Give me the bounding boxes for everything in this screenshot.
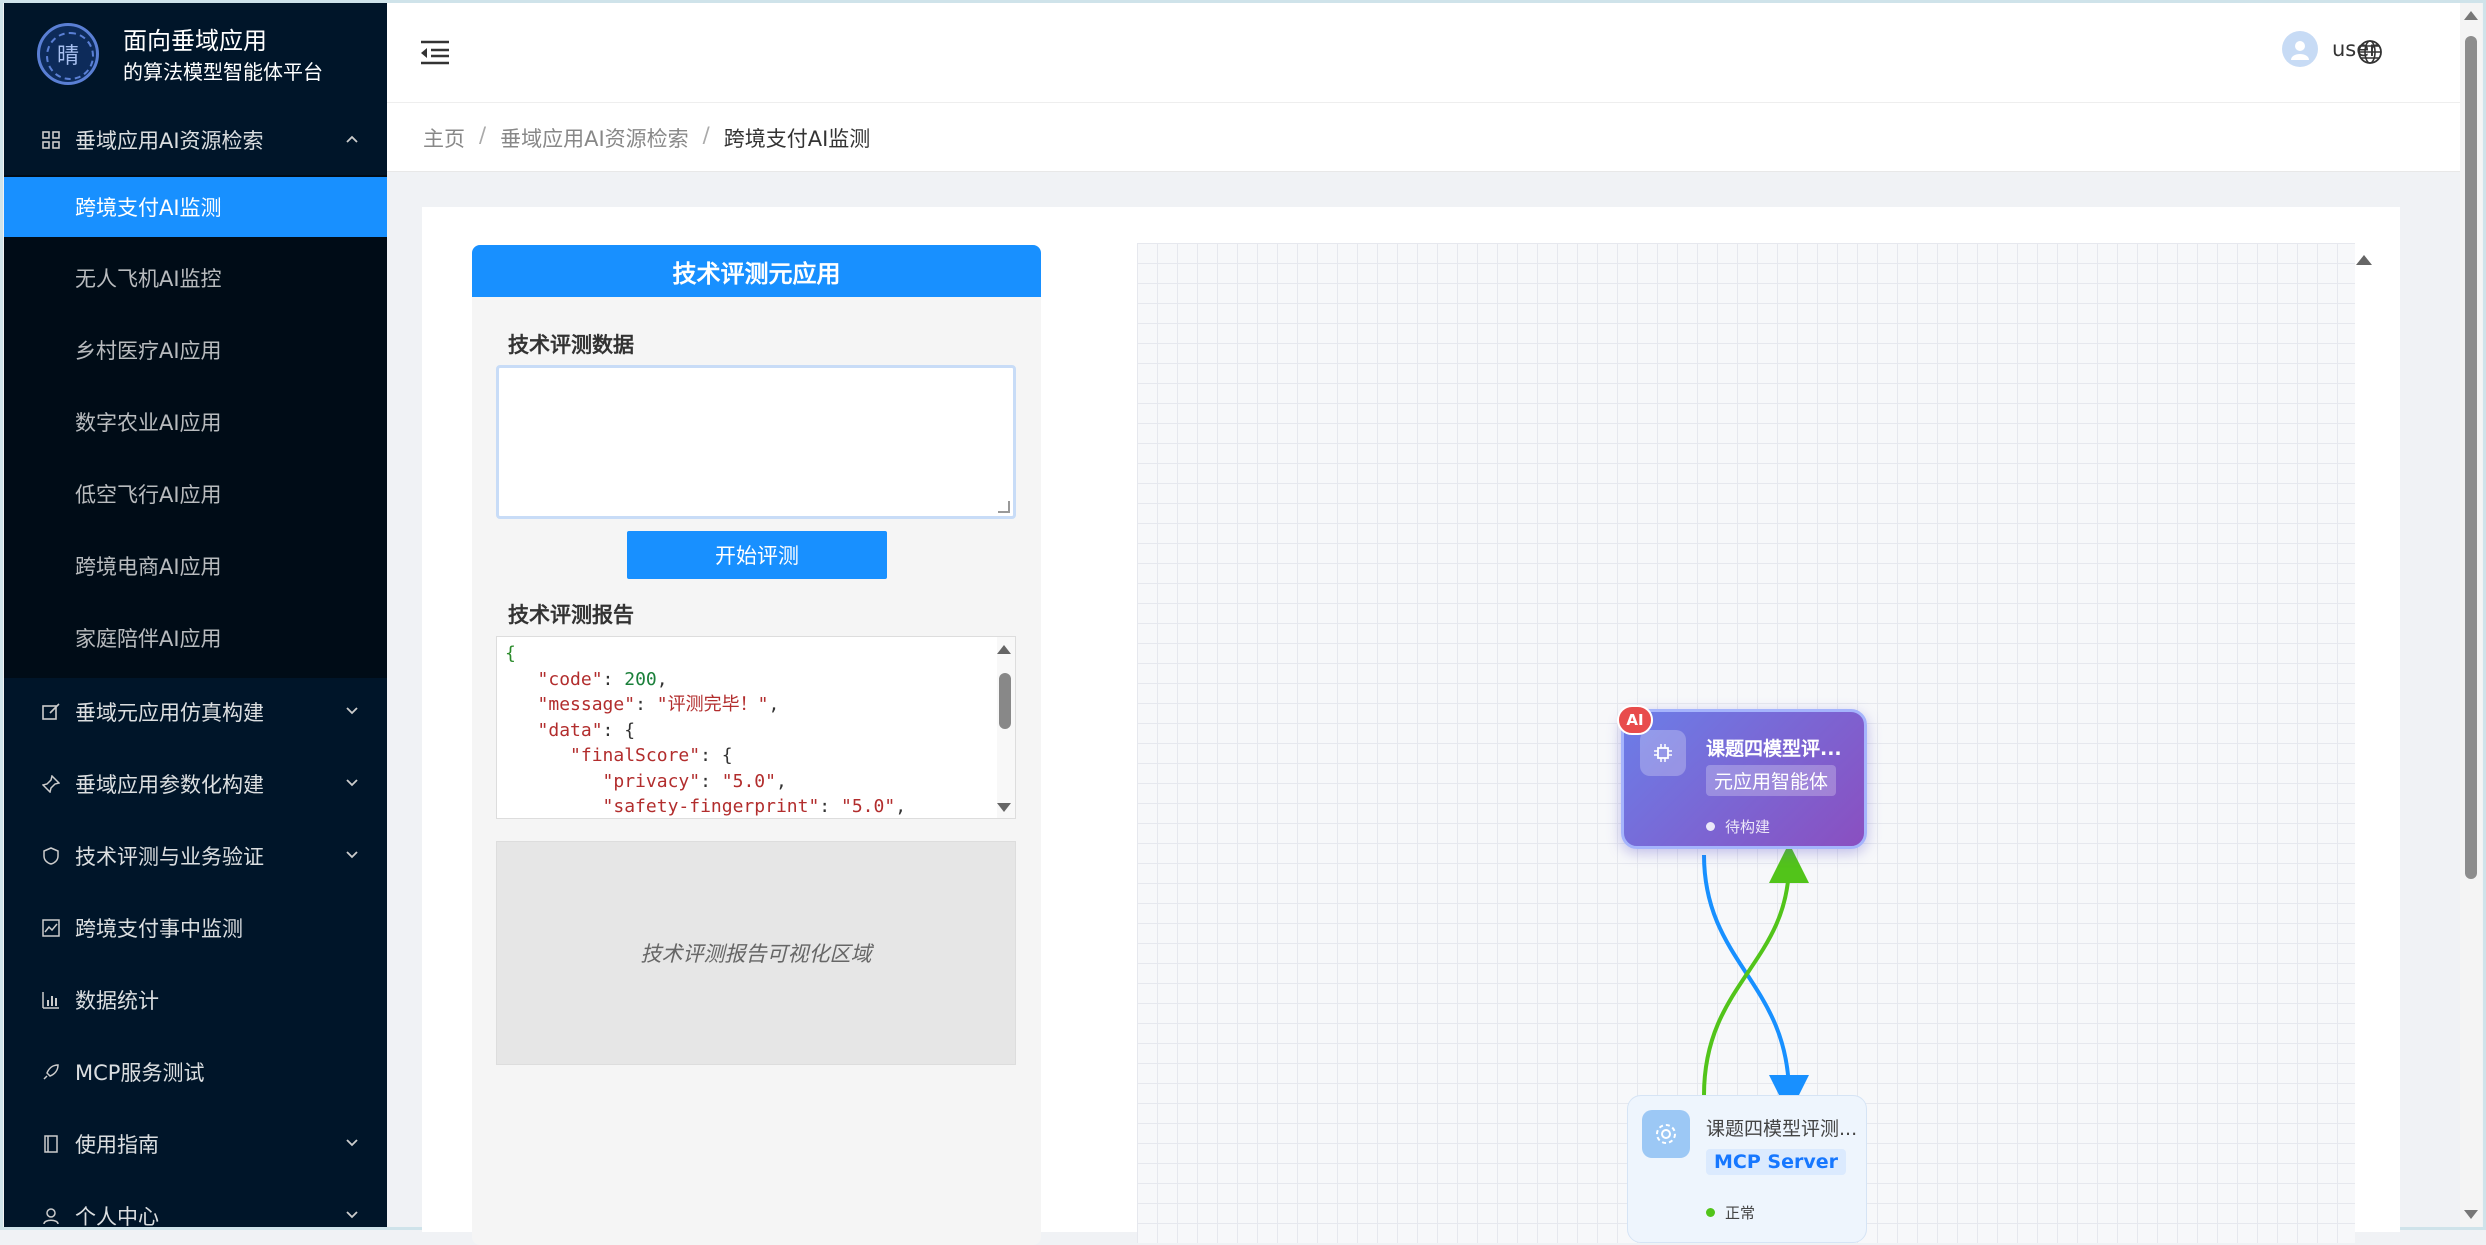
evaluation-data-textarea[interactable]	[496, 365, 1016, 519]
user-icon	[40, 1205, 62, 1227]
gear-icon	[1642, 1110, 1690, 1158]
agent-node[interactable]: AI 课题四模型评... 元应用智能体 待构建	[1617, 705, 1867, 849]
input-label: 技术评测数据	[508, 333, 634, 357]
menu-item-payment-monitoring[interactable]: 跨境支付事中监测	[4, 898, 387, 958]
breadcrumb-section[interactable]: 垂域应用AI资源检索	[500, 127, 689, 151]
avatar	[2282, 31, 2318, 67]
chevron-down-icon	[345, 1208, 359, 1224]
chevron-down-icon	[345, 776, 359, 792]
submenu-item-cross-border-ecommerce[interactable]: 跨境电商AI应用	[75, 555, 222, 579]
evaluation-panel: 技术评测元应用 技术评测数据 开始评测 技术评测报告 { "code": 200…	[472, 245, 1041, 1245]
mcp-node-status: 正常	[1706, 1202, 1755, 1223]
report-output[interactable]: { "code": 200, "message": "评测完毕！", "data…	[496, 636, 1016, 819]
chip-icon	[1640, 730, 1686, 776]
submenu-item-low-altitude[interactable]: 低空飞行AI应用	[75, 483, 222, 507]
globe-icon[interactable]	[2357, 39, 2383, 65]
main-content: 技术评测元应用 技术评测数据 开始评测 技术评测报告 { "code": 200…	[422, 207, 2400, 1245]
scroll-up-arrow-icon[interactable]	[997, 645, 1011, 654]
scroll-down-arrow-icon[interactable]	[2464, 1210, 2478, 1219]
rocket-icon	[40, 1061, 62, 1083]
report-label: 技术评测报告	[508, 603, 634, 627]
report-json-text: { "code": 200, "message": "评测完毕！", "data…	[505, 643, 907, 817]
app-title-line1: 面向垂域应用	[123, 27, 267, 55]
agent-node-status: 待构建	[1706, 816, 1770, 837]
chevron-down-icon	[345, 704, 359, 720]
menu-group-personal-center[interactable]: 个人中心	[4, 1186, 387, 1227]
canvas-edges	[1702, 843, 1809, 1115]
top-header: user	[387, 3, 2460, 103]
menu-group-parameterized[interactable]: 垂域应用参数化构建	[4, 754, 387, 814]
scroll-thumb[interactable]	[999, 673, 1011, 729]
app-title-line2: 的算法模型智能体平台	[123, 60, 323, 84]
breadcrumb: 主页 / 垂域应用AI资源检索 / 跨境支付AI监测	[423, 123, 870, 153]
breadcrumb-home[interactable]: 主页	[423, 127, 465, 151]
menu-group-resource-search[interactable]: 垂域应用AI资源检索	[4, 110, 387, 170]
chevron-down-icon	[345, 1136, 359, 1152]
agent-node-title: 课题四模型评...	[1706, 738, 1842, 760]
report-visualization-area: 技术评测报告可视化区域	[496, 841, 1016, 1065]
workflow-canvas[interactable]: AI 课题四模型评... 元应用智能体 待构建 课题四模型评测... MCP S…	[1137, 243, 2355, 1243]
submenu-item-cross-border-payment[interactable]: 跨境支付AI监测	[4, 177, 387, 237]
chevron-up-icon	[345, 132, 359, 148]
edge-mcp-to-agent	[1702, 843, 1809, 1096]
report-scrollbar[interactable]	[997, 637, 1015, 818]
menu-group-simulation[interactable]: 垂域元应用仿真构建	[4, 682, 387, 742]
mcp-node-tag: MCP Server	[1706, 1149, 1846, 1175]
sidebar: 晴 面向垂域应用 的算法模型智能体平台 垂域应用AI资源检索 跨境支付AI监测 …	[4, 3, 387, 1227]
university-seal-logo: 晴	[37, 23, 99, 85]
breadcrumb-current: 跨境支付AI监测	[723, 127, 871, 151]
edit-icon	[40, 701, 62, 723]
submenu-item-digital-agriculture[interactable]: 数字农业AI应用	[75, 411, 222, 435]
submenu-item-family-companion[interactable]: 家庭陪伴AI应用	[75, 627, 222, 651]
menu-group-label: 垂域应用AI资源检索	[75, 129, 264, 153]
mcp-server-node[interactable]: 课题四模型评测... MCP Server 正常	[1627, 1095, 1867, 1243]
user-menu[interactable]: user	[2282, 31, 2378, 67]
panel-title: 技术评测元应用	[472, 245, 1041, 297]
submenu-item-drone[interactable]: 无人飞机AI监控	[75, 267, 222, 291]
submenu	[4, 175, 387, 678]
submenu-item-rural-medical[interactable]: 乡村医疗AI应用	[75, 339, 222, 363]
scroll-up-arrow-icon[interactable]	[2464, 11, 2478, 20]
canvas-scroll-up-icon[interactable]	[2356, 255, 2372, 265]
page-scroll-thumb[interactable]	[2465, 36, 2477, 879]
line-chart-icon	[40, 917, 62, 939]
status-dot	[1706, 1208, 1715, 1217]
chevron-down-icon	[345, 848, 359, 864]
menu-group-evaluation[interactable]: 技术评测与业务验证	[4, 826, 387, 886]
book-icon	[40, 1133, 62, 1155]
page-scrollbar[interactable]	[2460, 3, 2482, 1227]
breadcrumb-separator: /	[479, 123, 487, 147]
pin-icon	[40, 773, 62, 795]
menu-item-statistics[interactable]: 数据统计	[4, 970, 387, 1030]
status-dot	[1706, 822, 1715, 831]
menu-group-user-guide[interactable]: 使用指南	[4, 1114, 387, 1174]
scroll-down-arrow-icon[interactable]	[997, 803, 1011, 812]
logo-area: 晴 面向垂域应用 的算法模型智能体平台	[4, 3, 387, 107]
grid-icon	[40, 129, 62, 151]
shield-icon	[40, 845, 62, 867]
menu-item-mcp-test[interactable]: MCP服务测试	[4, 1042, 387, 1102]
mcp-node-title: 课题四模型评测...	[1706, 1118, 1858, 1140]
menu-fold-icon[interactable]	[420, 39, 450, 65]
breadcrumb-bar: 主页 / 垂域应用AI资源检索 / 跨境支付AI监测	[387, 103, 2460, 172]
breadcrumb-separator: /	[702, 123, 710, 147]
agent-node-tag: 元应用智能体	[1706, 765, 1837, 796]
ai-badge: AI	[1617, 705, 1653, 735]
bar-chart-icon	[40, 989, 62, 1011]
start-evaluation-button[interactable]: 开始评测	[627, 531, 887, 579]
